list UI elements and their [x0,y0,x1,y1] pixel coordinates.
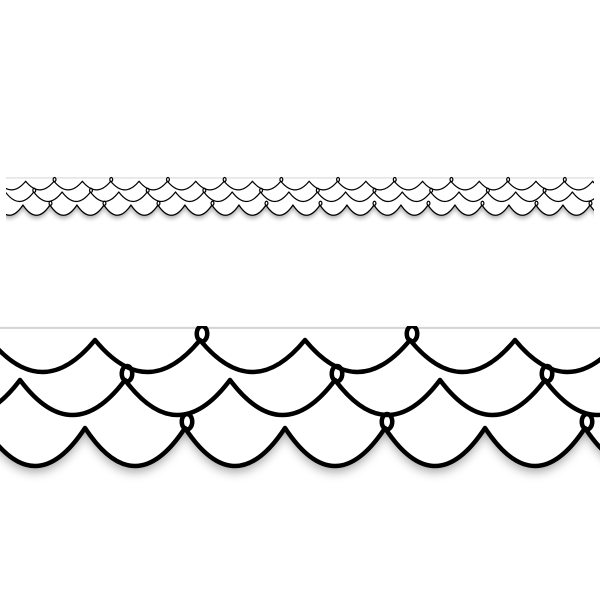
scallop-line [6,180,594,191]
scallop-line [0,425,600,469]
scallop-line [6,204,594,216]
full-strip-preview [6,176,594,216]
scallop-line [6,191,594,203]
border-strip-body [6,178,594,216]
border-strip-body [0,328,600,466]
scallop-line [0,337,600,375]
detail-closeup [0,326,600,469]
